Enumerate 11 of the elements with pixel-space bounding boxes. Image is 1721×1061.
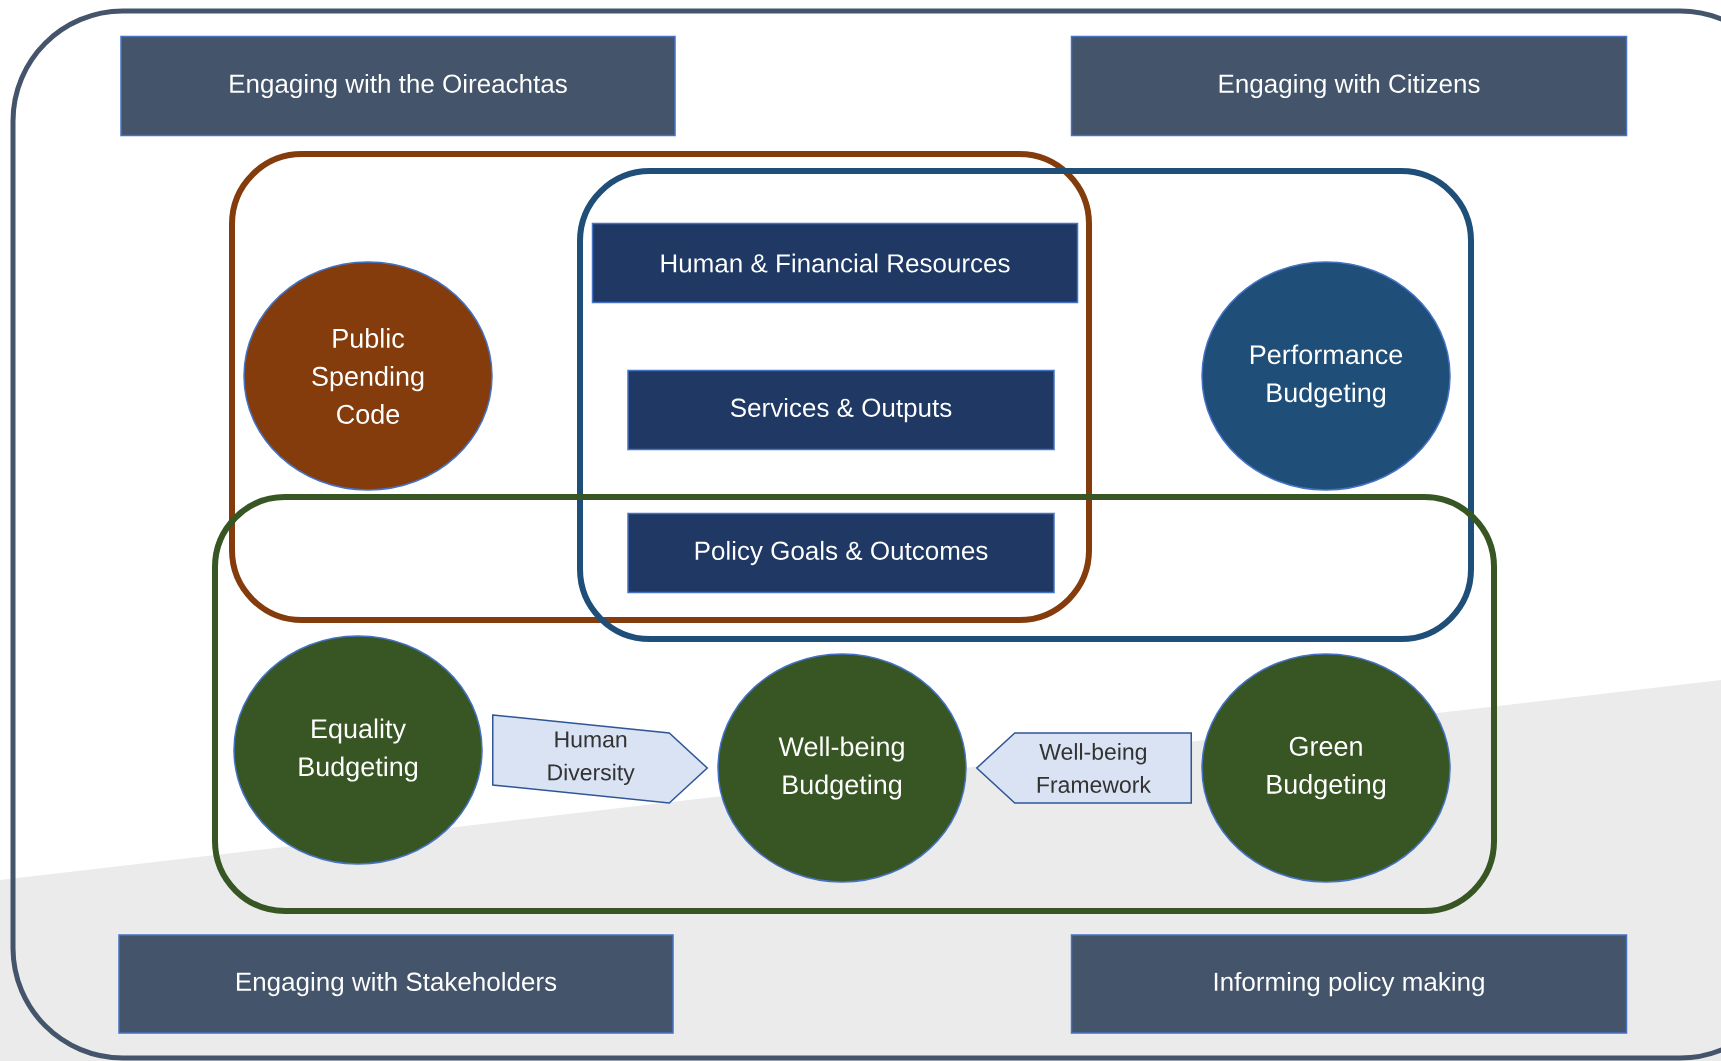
chevron-arrow: [492, 714, 709, 804]
label-box: Policy Goals & Outcomes: [627, 512, 1055, 594]
label-box: Services & Outputs: [627, 369, 1055, 451]
edge-label: Well-being Framework: [1037, 743, 1151, 793]
heading-box: Engaging with the Oireachtas: [120, 35, 676, 137]
heading-box: Engaging with Stakeholders: [118, 934, 674, 1034]
edge-label: Human Diversity: [548, 731, 635, 786]
chevron-arrow: [975, 732, 1192, 804]
heading-box: Engaging with Citizens: [1070, 35, 1628, 137]
heading-box: Informing policy making: [1070, 934, 1628, 1034]
label-box: Human & Financial Resources: [591, 222, 1079, 304]
